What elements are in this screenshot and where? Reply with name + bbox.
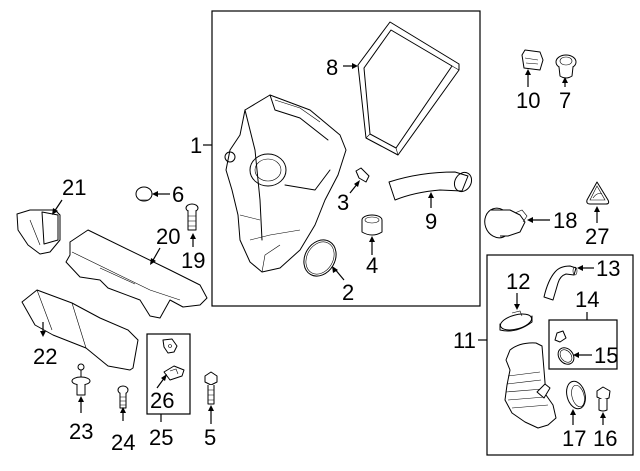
part-bolt-16[interactable]: [596, 386, 611, 412]
callout-8[interactable]: 8: [326, 55, 338, 80]
part-push-pin-23[interactable]: [71, 363, 91, 396]
air-cleaner-group-box: [211, 10, 481, 307]
callout-19[interactable]: 19: [181, 248, 205, 273]
callout-21[interactable]: 21: [62, 175, 86, 200]
callout-17[interactable]: 17: [562, 426, 586, 451]
callout-22[interactable]: 22: [33, 344, 57, 369]
callout-15[interactable]: 15: [594, 343, 618, 368]
callout-18[interactable]: 18: [553, 208, 577, 233]
part-ring-17[interactable]: [564, 379, 589, 411]
callout-2[interactable]: 2: [342, 280, 354, 305]
callout-11[interactable]: 11: [453, 328, 476, 353]
part-lower-duct-22[interactable]: [21, 289, 139, 371]
callout-23[interactable]: 23: [69, 419, 93, 444]
part-vent-cap-4[interactable]: [361, 214, 383, 236]
part-small-hose-13[interactable]: [543, 265, 578, 301]
part-screw-19[interactable]: [185, 203, 199, 231]
callout-16[interactable]: 16: [593, 426, 617, 451]
part-seal-plug-14[interactable]: [554, 330, 567, 343]
callout-3[interactable]: 3: [337, 190, 349, 215]
part-air-cleaner-housing[interactable]: [224, 94, 347, 273]
part-grommet-7[interactable]: [555, 54, 577, 79]
part-clip-25[interactable]: [162, 338, 178, 354]
callout-5[interactable]: 5: [204, 425, 216, 450]
part-duct-cover-20[interactable]: [65, 229, 208, 319]
callout-10[interactable]: 10: [516, 88, 540, 113]
callout-4[interactable]: 4: [366, 253, 378, 278]
callout-9[interactable]: 9: [425, 209, 437, 234]
part-o-ring-2[interactable]: [298, 234, 343, 282]
part-hose-9[interactable]: [388, 169, 475, 201]
part-clip-nut-26[interactable]: [163, 365, 185, 381]
part-intake-duct-11[interactable]: [504, 342, 557, 429]
part-connector-10[interactable]: [521, 49, 544, 71]
part-maf-sensor-18[interactable]: [481, 204, 528, 241]
part-elbow-duct-21[interactable]: [16, 209, 61, 255]
part-screw-24[interactable]: [117, 385, 129, 409]
intake-duct-group-box: [486, 254, 634, 456]
callout-labels: 1 2 3 4 5 6 7 8 9 10 11 12 13 14 15 16 1…: [33, 55, 620, 455]
callout-26[interactable]: 26: [150, 388, 174, 413]
callout-13[interactable]: 13: [596, 256, 620, 281]
callout-1[interactable]: 1: [190, 133, 202, 158]
part-o-ring-15[interactable]: [555, 345, 577, 368]
callout-6[interactable]: 6: [172, 182, 184, 207]
leader-lines: [40, 63, 606, 425]
part-filter-element[interactable]: [357, 21, 460, 156]
part-warning-label-27[interactable]: [586, 181, 610, 205]
callout-7[interactable]: 7: [559, 88, 571, 113]
callout-20[interactable]: 20: [156, 224, 180, 249]
seal-kit-group-box: [548, 319, 618, 370]
part-sensor-3[interactable]: [355, 167, 370, 183]
part-clamp-12[interactable]: [499, 310, 534, 333]
callout-14[interactable]: 14: [575, 287, 599, 312]
part-bolt-5[interactable]: [204, 371, 218, 405]
part-cap-6[interactable]: [135, 186, 153, 202]
callout-25[interactable]: 25: [149, 425, 173, 450]
clip-kit-group-box: [146, 333, 191, 415]
callout-12[interactable]: 12: [506, 269, 530, 294]
callout-27[interactable]: 27: [585, 224, 609, 249]
callout-24[interactable]: 24: [111, 430, 135, 455]
